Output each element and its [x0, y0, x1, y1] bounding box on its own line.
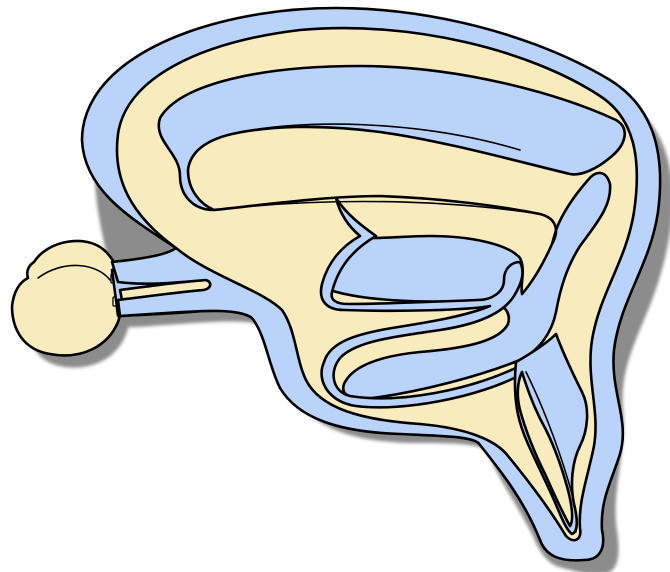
eye [12, 241, 122, 355]
eye-globe [12, 241, 122, 355]
